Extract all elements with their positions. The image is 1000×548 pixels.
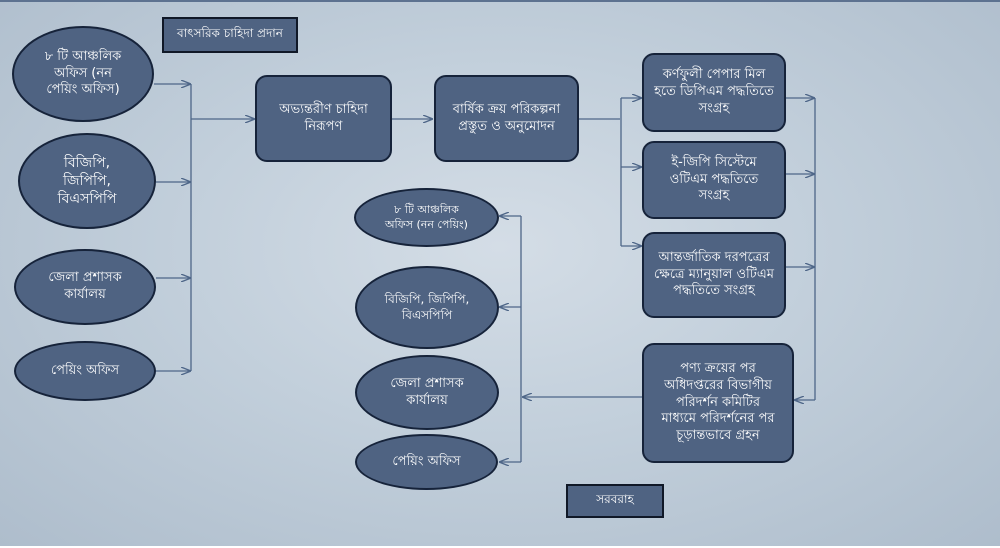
annual-procurement-plan-node: বার্ষিক ক্রয় পরিকল্পনা প্রস্তুত ও অনুমো… (434, 75, 579, 162)
international-otm-procurement-node: আন্তর্জাতিক দরপত্রের ক্ষেত্রে ম্যানুয়াল… (642, 232, 786, 318)
bgp-gpp-bspp-node: বিজিপি, জিপিপি, বিএসপিপি (18, 133, 156, 229)
supply-district-admin-office-node: জেলা প্রশাসক কার্যালয় (355, 355, 499, 430)
dpm-procurement-node: কর্ণফুলী পেপার মিল হতে ডিপিএম পদ্ধতিতে স… (642, 53, 786, 132)
regional-office-node: ৮ টি আঞ্চলিক অফিস (নন পেয়িং অফিস) (12, 26, 154, 122)
supply-label: সরবরাহ (566, 484, 664, 518)
internal-demand-assessment-node: অভ্যন্তরীণ চাহিদা নিরূপণ (255, 75, 392, 162)
egp-otm-procurement-node: ই-জিপি সিস্টেমে ওটিএম পদ্ধতিতে সংগ্রহ (642, 141, 786, 219)
district-admin-office-node: জেলা প্রশাসক কার্যালয় (14, 249, 156, 325)
inspection-acceptance-node: পণ্য ক্রয়ের পর অধিদপ্তরের বিভাগীয় পরিদ… (642, 343, 794, 463)
supply-bgp-gpp-bspp-node: বিজিপি, জিপিপি, বিএসপিপি (355, 266, 499, 349)
supply-regional-office-node: ৮ টি আঞ্চলিক অফিস (নন পেয়িং) (354, 188, 499, 247)
paying-office-node: পেয়িং অফিস (14, 341, 156, 401)
annual-demand-label: বাৎসরিক চাহিদা প্রদান (162, 17, 298, 53)
supply-paying-office-node: পেয়িং অফিস (355, 434, 498, 490)
